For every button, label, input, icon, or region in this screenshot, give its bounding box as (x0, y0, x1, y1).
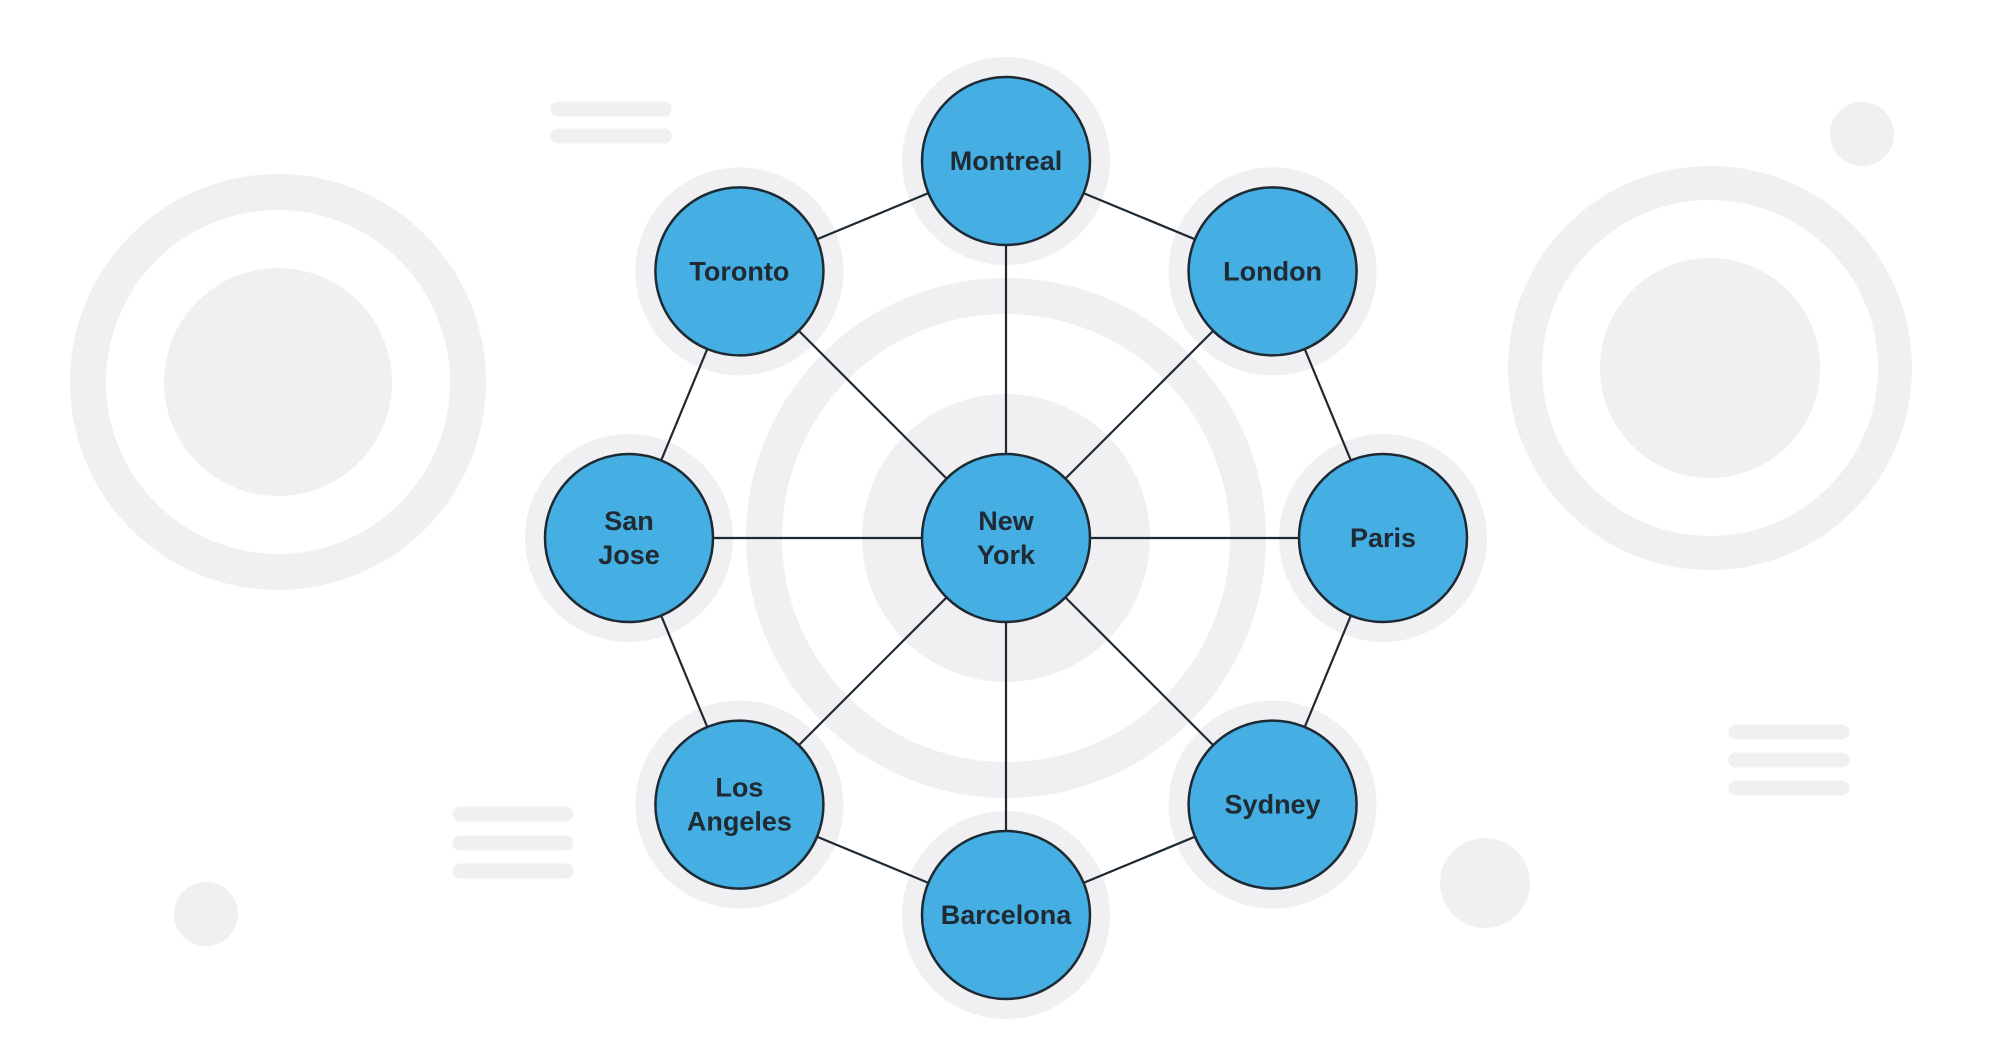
node-circle-los-angeles (654, 719, 825, 890)
decor-ring-left (70, 174, 486, 590)
node-label-paris: Paris (1350, 523, 1416, 553)
node-circle-san-jose (543, 452, 715, 624)
node-label-toronto: Toronto (689, 256, 789, 286)
node-label-san-jose: San (604, 506, 654, 536)
node-circle-london (1187, 186, 1358, 357)
node-circle-new-york (920, 452, 1092, 624)
node-circle-sydney (1187, 719, 1358, 890)
node-sydney: Sydney (1187, 719, 1358, 890)
node-label-san-jose: Jose (598, 540, 660, 570)
node-circle-barcelona (920, 829, 1092, 1001)
node-label-los-angeles: Angeles (687, 807, 792, 837)
node-label-barcelona: Barcelona (941, 900, 1073, 930)
node-london: London (1187, 186, 1358, 357)
decor-lines-bottom-left (452, 806, 574, 879)
node-label-sydney: Sydney (1225, 790, 1321, 820)
decor-ring-right (1508, 166, 1912, 570)
decor-disc-right (1600, 258, 1820, 478)
node-label-montreal: Montreal (950, 146, 1063, 176)
node-label-london: London (1223, 256, 1322, 286)
decor-lines-top-left (550, 101, 672, 144)
node-circle-toronto (654, 186, 825, 357)
decor-lines-right (1728, 724, 1850, 796)
node-barcelona: Barcelona (920, 829, 1092, 1001)
node-montreal: Montreal (920, 75, 1092, 247)
node-circle-paris (1297, 452, 1469, 624)
node-label-new-york: New (978, 506, 1035, 536)
decor-dot-bottom-right (1440, 838, 1530, 928)
node-circle-montreal (920, 75, 1092, 247)
node-toronto: Toronto (654, 186, 825, 357)
node-label-los-angeles: Los (715, 773, 763, 803)
decor-disc-left (164, 268, 392, 496)
decor-dot-top-right (1830, 102, 1894, 166)
node-label-new-york: York (977, 540, 1036, 570)
node-paris: Paris (1297, 452, 1469, 624)
decor-dot-bottom-left (174, 882, 238, 946)
